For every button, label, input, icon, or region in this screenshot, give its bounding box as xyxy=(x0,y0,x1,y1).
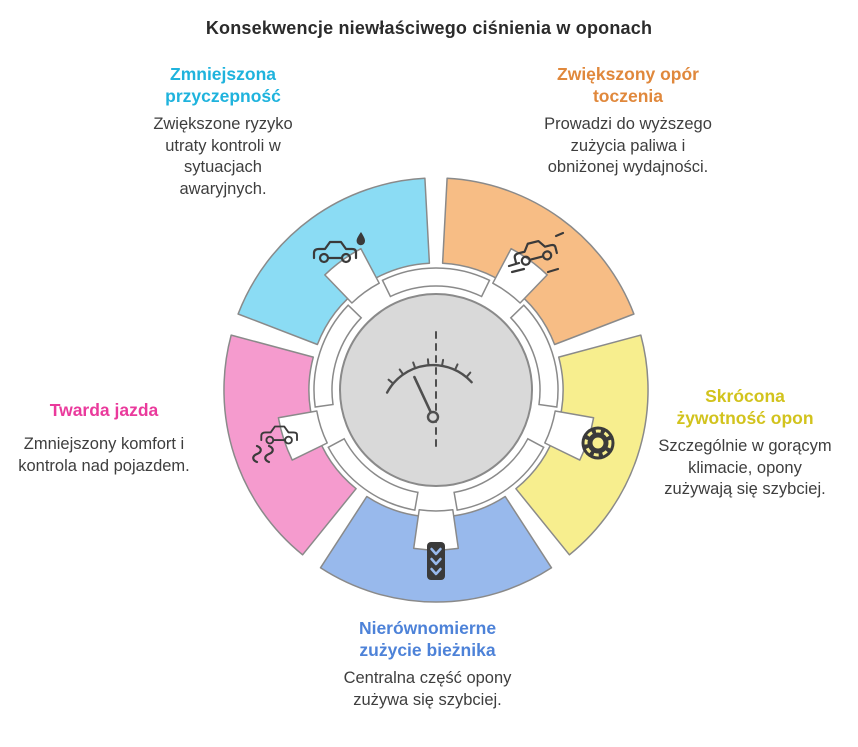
center-circle xyxy=(339,293,533,487)
inner-ring-arc xyxy=(509,304,559,408)
car-skidding-icon xyxy=(507,231,565,274)
inner-ring-arc xyxy=(453,437,545,511)
tire-icon xyxy=(581,426,615,460)
pressure-gauge-icon xyxy=(385,331,473,451)
segment-heading: Nierównomierne zużycie bieżnika xyxy=(358,618,497,660)
segment-heading: Zwiększony opór toczenia xyxy=(557,64,699,106)
segment-body: Prowadzi do wyższego zużycia paliwa i ob… xyxy=(544,114,712,177)
label-harsh-ride: Twarda jazda Zmniejszony komfort i kontr… xyxy=(15,400,193,477)
segment-heading: Skrócona żywotność opon xyxy=(676,386,814,428)
label-traction: Zmniejszona przyczepność Zwiększone ryzy… xyxy=(147,64,299,201)
car-comfort-icon xyxy=(252,425,298,464)
label-tread-wear: Nierównomierne zużycie bieżnika Centraln… xyxy=(335,618,520,711)
label-tire-lifespan: Skrócona żywotność opon Szczególnie w go… xyxy=(652,386,838,501)
ring-segment-traction xyxy=(237,177,431,346)
segment-notch xyxy=(324,247,380,304)
segment-heading: Zmniejszona przyczepność xyxy=(165,64,281,106)
segment-body: Zwiększone ryzyko utraty kontroli w sytu… xyxy=(153,114,293,199)
segment-body: Szczególnie w gorącym klimacie, opony zu… xyxy=(658,436,832,499)
inner-ring-arc xyxy=(327,437,419,511)
segment-heading: Twarda jazda xyxy=(49,400,159,420)
inner-ring xyxy=(313,267,559,511)
car-hydroplaning-icon xyxy=(312,232,365,264)
inner-ring-arc xyxy=(313,304,363,408)
segment-body: Zmniejszony komfort i kontrola nad pojaz… xyxy=(18,434,190,475)
tire-tread-icon xyxy=(427,542,445,580)
segment-body: Centralna część opony zużywa się szybcie… xyxy=(343,668,512,709)
segment-notches xyxy=(277,247,595,551)
inner-ring-arc xyxy=(381,267,491,298)
segment-notch xyxy=(492,247,548,304)
water-drop-icon xyxy=(356,232,365,246)
ring-segment-rolling-resistance xyxy=(441,177,635,346)
segment-notch xyxy=(277,410,328,461)
label-rolling-resistance: Zwiększony opór toczenia Prowadzi do wyż… xyxy=(538,64,718,179)
page-title: Konsekwencje niewłaściwego ciśnienia w o… xyxy=(205,18,653,38)
